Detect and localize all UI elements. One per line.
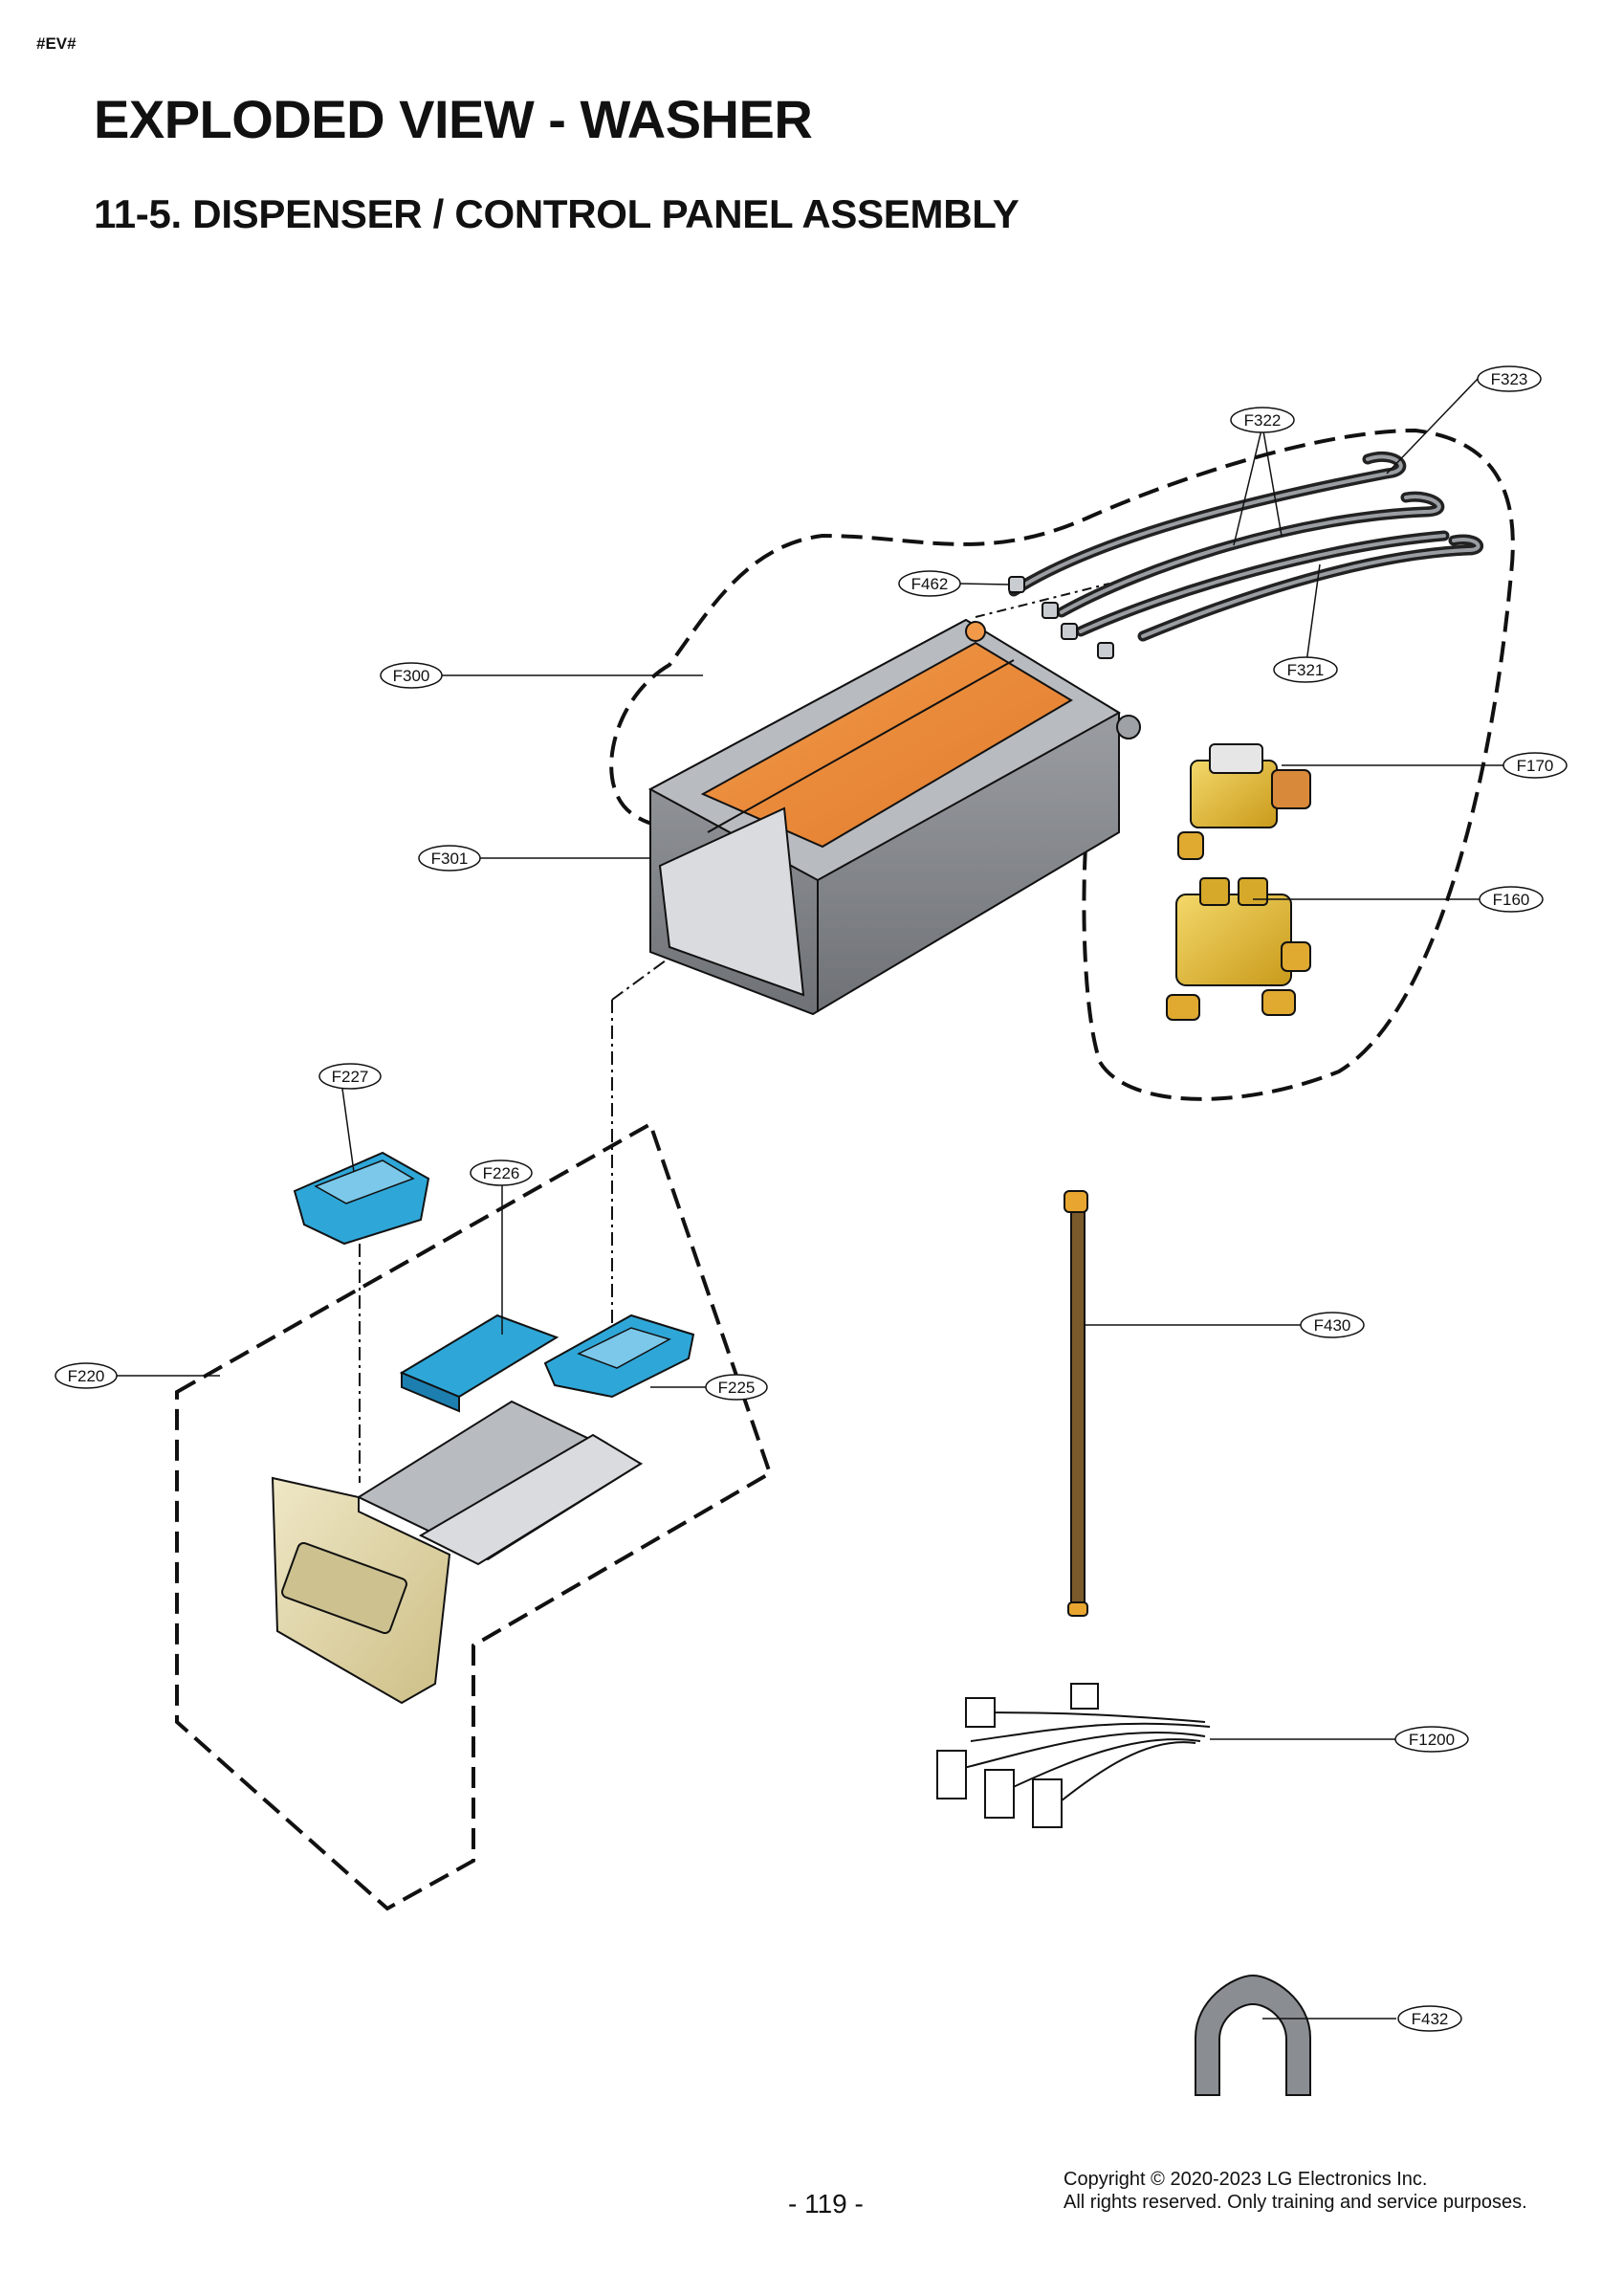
svg-text:F323: F323	[1491, 370, 1528, 388]
bleach-cover	[543, 1314, 695, 1399]
page-title: EXPLODED VIEW - WASHER	[94, 89, 813, 149]
svg-text:F225: F225	[718, 1379, 756, 1397]
section-subtitle: 11-5. DISPENSER / CONTROL PANEL ASSEMBLY	[94, 191, 1020, 236]
svg-text:F430: F430	[1314, 1316, 1351, 1335]
wire-harness	[936, 1683, 1211, 1828]
hose-group	[1008, 451, 1484, 642]
copyright-notice: Copyright © 2020-2023 LG Electronics Inc…	[1064, 2168, 1527, 2214]
svg-text:F1200: F1200	[1409, 1731, 1455, 1749]
callout-F322: F322	[1230, 407, 1295, 433]
dispenser-drawer	[271, 1400, 644, 1705]
detergent-cover	[399, 1314, 559, 1413]
inlet-valve-double	[1166, 877, 1311, 1021]
callout-F170: F170	[1502, 752, 1568, 779]
callout-F430: F430	[1300, 1312, 1365, 1338]
document-tag: #EV#	[36, 34, 77, 53]
dispenser-housing	[647, 618, 1141, 1016]
callout-F301: F301	[418, 845, 481, 872]
callout-F321: F321	[1273, 656, 1338, 683]
svg-text:F226: F226	[483, 1164, 520, 1182]
leader-lines	[100, 378, 1503, 2020]
drain-hose	[1064, 1190, 1088, 1617]
callout-F462: F462	[898, 570, 961, 597]
svg-text:F220: F220	[68, 1367, 105, 1385]
alignment-line-3	[975, 583, 1110, 618]
callout-F225: F225	[705, 1374, 768, 1401]
callout-F300: F300	[380, 662, 443, 689]
copyright-line-1: Copyright © 2020-2023 LG Electronics Inc…	[1064, 2169, 1428, 2190]
callout-F160: F160	[1479, 886, 1544, 913]
svg-text:F321: F321	[1287, 661, 1325, 679]
hose-guide-bracket	[1195, 1974, 1311, 2096]
svg-text:F432: F432	[1412, 2010, 1449, 2028]
callout-F323: F323	[1477, 365, 1542, 392]
drawer-group-boundary	[175, 1121, 773, 1911]
svg-text:F160: F160	[1493, 891, 1530, 909]
svg-text:F301: F301	[431, 850, 469, 868]
svg-text:F462: F462	[911, 575, 949, 593]
page-number: - 119 -	[788, 2189, 864, 2219]
inlet-valve-single	[1177, 743, 1311, 860]
callout-F1200: F1200	[1394, 1726, 1469, 1753]
svg-text:F170: F170	[1517, 757, 1554, 775]
svg-text:F300: F300	[393, 667, 430, 685]
callout-F432: F432	[1397, 2005, 1462, 2032]
svg-text:F227: F227	[332, 1068, 369, 1086]
callout-F220: F220	[55, 1362, 118, 1389]
svg-text:F322: F322	[1244, 411, 1282, 430]
copyright-line-2: All rights reserved. Only training and s…	[1064, 2192, 1527, 2213]
callout-F227: F227	[318, 1063, 382, 1090]
softener-cup	[293, 1151, 430, 1246]
callout-F226: F226	[470, 1159, 533, 1186]
